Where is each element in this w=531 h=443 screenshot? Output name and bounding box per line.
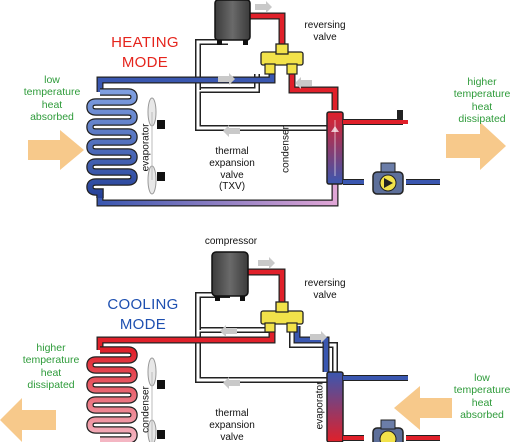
cooling-heat-exchanger <box>326 371 440 442</box>
heating-hx-flow-arrow <box>331 126 339 132</box>
cooling-flow-arrows <box>220 257 327 389</box>
heating-condenser-label: condenser <box>280 126 292 173</box>
cooling-txv-label: thermal expansion valve <box>209 408 255 443</box>
cooling-reversing-valve-label: reversing valve <box>304 278 346 301</box>
heating-compressor <box>214 0 251 45</box>
heating-heat-dissipated-label: higher temperature heat dissipated <box>453 76 511 126</box>
cooling-condenser-label: condenser <box>140 386 152 433</box>
heating-cold-line <box>96 70 276 92</box>
heating-heat-absorbed-label: low temperature heat absorbed <box>23 74 81 124</box>
cooling-fan <box>147 357 165 442</box>
heating-evaporator-label: evaporator <box>140 123 152 172</box>
cooling-heat-in-arrow <box>394 386 452 430</box>
heating-liquid-line <box>96 182 339 207</box>
heating-reversing-valve-label: reversing valve <box>304 20 346 43</box>
cooling-mode-title: COOLING MODE <box>107 296 179 333</box>
heating-reversing-valve <box>260 43 304 75</box>
cooling-heat-absorbed-label: low temperature heat absorbed <box>453 372 511 422</box>
heating-heat-exchanger <box>326 110 440 185</box>
heating-heat-in-arrow <box>28 130 84 170</box>
cooling-heat-out-arrow <box>0 398 56 442</box>
cooling-pump <box>372 419 404 442</box>
cooling-evaporator-label: evaporator <box>314 381 326 430</box>
heating-evaporator-coil <box>86 88 138 198</box>
heating-fan <box>147 97 165 195</box>
heating-txv-label: thermal expansion valve (TXV) <box>209 146 255 193</box>
cooling-heat-dissipated-label: higher temperature heat dissipated <box>22 342 80 392</box>
cooling-compressor <box>211 251 249 301</box>
cooling-section <box>0 251 452 442</box>
heating-heat-out-arrow <box>446 122 506 170</box>
heating-flow-arrows <box>218 1 312 137</box>
cooling-condenser-coil <box>86 346 138 442</box>
heating-section <box>28 0 506 207</box>
heating-mode-title: HEATING MODE <box>111 34 179 71</box>
cooling-hot-line <box>96 268 286 350</box>
heating-hot-line <box>248 12 339 110</box>
cooling-reversing-valve <box>260 301 304 333</box>
heating-pump <box>372 162 404 195</box>
cooling-compressor-label: compressor <box>204 236 258 247</box>
